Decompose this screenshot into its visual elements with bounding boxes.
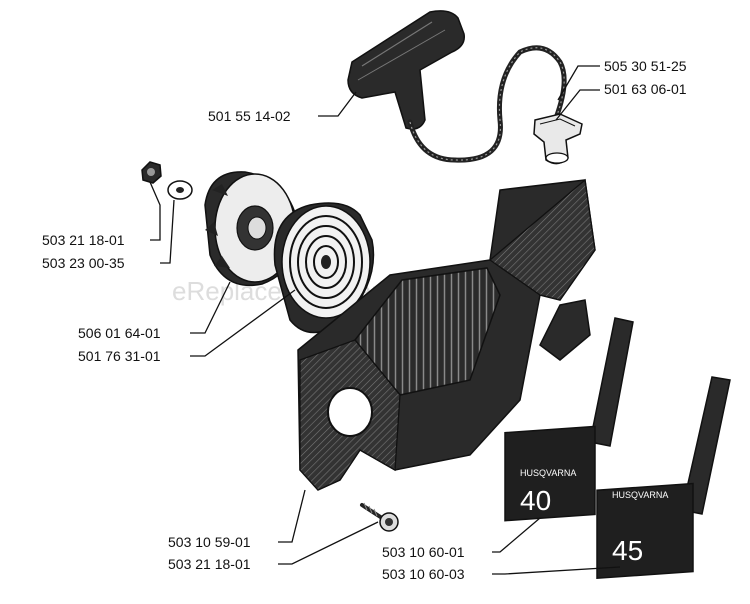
- decal-45: HUSQVARNA 45: [596, 376, 731, 580]
- nut: [141, 161, 162, 184]
- starter-rope: [407, 45, 567, 163]
- decal-40-model: 40: [520, 485, 551, 516]
- recoil-spring: [273, 202, 375, 334]
- starter-handle: [347, 10, 465, 130]
- screw: [360, 502, 399, 532]
- part-labels: 501 55 14-02 505 30 51-25 501 63 06-01 5…: [42, 58, 687, 582]
- label-starter-rope: 505 30 51-25: [604, 58, 687, 74]
- decal-45-brand: HUSQVARNA: [612, 490, 668, 500]
- label-screw-nut: 503 21 18-01: [168, 556, 251, 572]
- decal-40: HUSQVARNA 40: [504, 317, 634, 522]
- decal-40-brand: HUSQVARNA: [520, 468, 576, 478]
- washer: [167, 180, 193, 200]
- rope-guide: [533, 113, 583, 165]
- label-washer: 503 23 00-35: [42, 255, 125, 271]
- label-recoil-spring: 501 76 31-01: [78, 348, 161, 364]
- decal-45-model: 45: [612, 535, 643, 566]
- label-nut: 503 21 18-01: [42, 232, 125, 248]
- label-decal-40: 503 10 60-01: [382, 544, 465, 560]
- label-starter-handle: 501 55 14-02: [208, 108, 291, 124]
- label-rope-guide: 501 63 06-01: [604, 81, 687, 97]
- label-pulley: 506 01 64-01: [78, 325, 161, 341]
- starter-housing: [297, 178, 596, 491]
- label-screw: 503 10 59-01: [168, 534, 251, 550]
- label-decal-45: 503 10 60-03: [382, 566, 465, 582]
- leader-lines: [149, 65, 621, 575]
